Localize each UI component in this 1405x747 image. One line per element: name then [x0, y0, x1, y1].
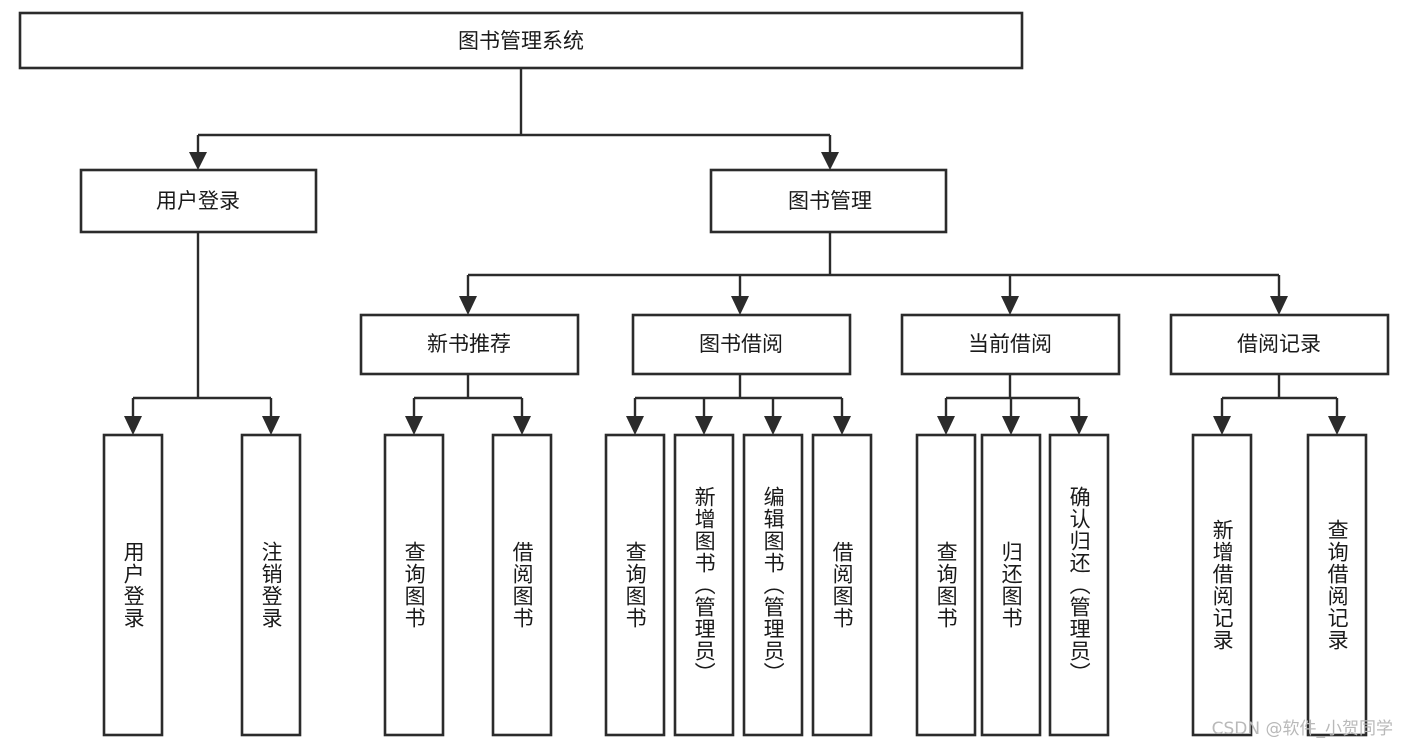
arrow-head-leaf-new-book-0	[405, 416, 423, 435]
leaf-box-book-borrow-1[interactable]	[673, 433, 735, 737]
connectors-borrow-record-to-leaves	[1213, 374, 1346, 435]
arrow-head-leaf-book-borrow-2	[764, 416, 782, 435]
arrow-head-leaf-book-borrow-1	[695, 416, 713, 435]
node-current-borrow-label: 当前借阅	[968, 332, 1052, 356]
connectors-current-borrow-to-leaves	[937, 374, 1088, 435]
connectors-user-login-to-leaves	[124, 232, 280, 435]
arrow-head-book-borrow	[731, 296, 749, 315]
arrow-head-leaf-user-login-0	[124, 416, 142, 435]
leaf-box-user-login-0[interactable]	[102, 433, 164, 737]
node-book-borrow[interactable]	[631, 313, 852, 376]
node-new-book-recommend-label: 新书推荐	[427, 332, 511, 356]
connectors-book-manage-to-level3	[459, 232, 1288, 315]
arrow-head-leaf-borrow-record-1	[1328, 416, 1346, 435]
node-borrow-record[interactable]	[1169, 313, 1390, 376]
node-borrow-record-label: 借阅记录	[1237, 332, 1321, 356]
leaf-box-current-borrow-1[interactable]	[980, 433, 1042, 737]
arrow-head-new-book	[459, 296, 477, 315]
leaf-box-current-borrow-0[interactable]	[915, 433, 977, 737]
leaf-box-book-borrow-0[interactable]	[604, 433, 666, 737]
arrow-head-leaf-current-borrow-2	[1070, 416, 1088, 435]
connectors-root-to-level2	[189, 68, 839, 170]
node-user-login[interactable]	[79, 168, 318, 234]
leaf-box-user-login-1[interactable]	[240, 433, 302, 737]
connectors-new-book-to-leaves	[405, 374, 531, 435]
node-new-book-recommend[interactable]	[359, 313, 580, 376]
arrow-head-leaf-new-book-1	[513, 416, 531, 435]
arrow-head-book-manage	[821, 152, 839, 170]
node-user-login-label: 用户登录	[156, 189, 240, 213]
leaf-box-book-borrow-3[interactable]	[811, 433, 873, 737]
node-root-book-management-system[interactable]	[18, 11, 1024, 70]
arrow-head-leaf-book-borrow-0	[626, 416, 644, 435]
node-book-management[interactable]	[709, 168, 948, 234]
arrow-head-leaf-book-borrow-3	[833, 416, 851, 435]
leaf-box-borrow-record-1[interactable]	[1306, 433, 1368, 737]
watermark-text: CSDN @软件_小贺同学	[1211, 719, 1393, 739]
arrow-head-borrow-record	[1270, 296, 1288, 315]
arrow-head-user-login	[189, 152, 207, 170]
leaf-box-new-book-0[interactable]	[383, 433, 445, 737]
node-root-label: 图书管理系统	[458, 29, 584, 53]
arrow-head-leaf-current-borrow-1	[1002, 416, 1020, 435]
leaf-box-book-borrow-2[interactable]	[742, 433, 804, 737]
node-current-borrow[interactable]	[900, 313, 1121, 376]
arrow-head-leaf-user-login-1	[262, 416, 280, 435]
arrow-head-leaf-current-borrow-0	[937, 416, 955, 435]
leaf-box-current-borrow-2[interactable]	[1048, 433, 1110, 737]
node-book-borrow-label: 图书借阅	[699, 332, 783, 356]
node-book-management-label: 图书管理	[788, 189, 872, 213]
arrow-head-current-borrow	[1001, 296, 1019, 315]
connectors-book-borrow-to-leaves	[626, 374, 851, 435]
leaf-box-new-book-1[interactable]	[491, 433, 553, 737]
leaf-box-borrow-record-0[interactable]	[1191, 433, 1253, 737]
arrow-head-leaf-borrow-record-0	[1213, 416, 1231, 435]
